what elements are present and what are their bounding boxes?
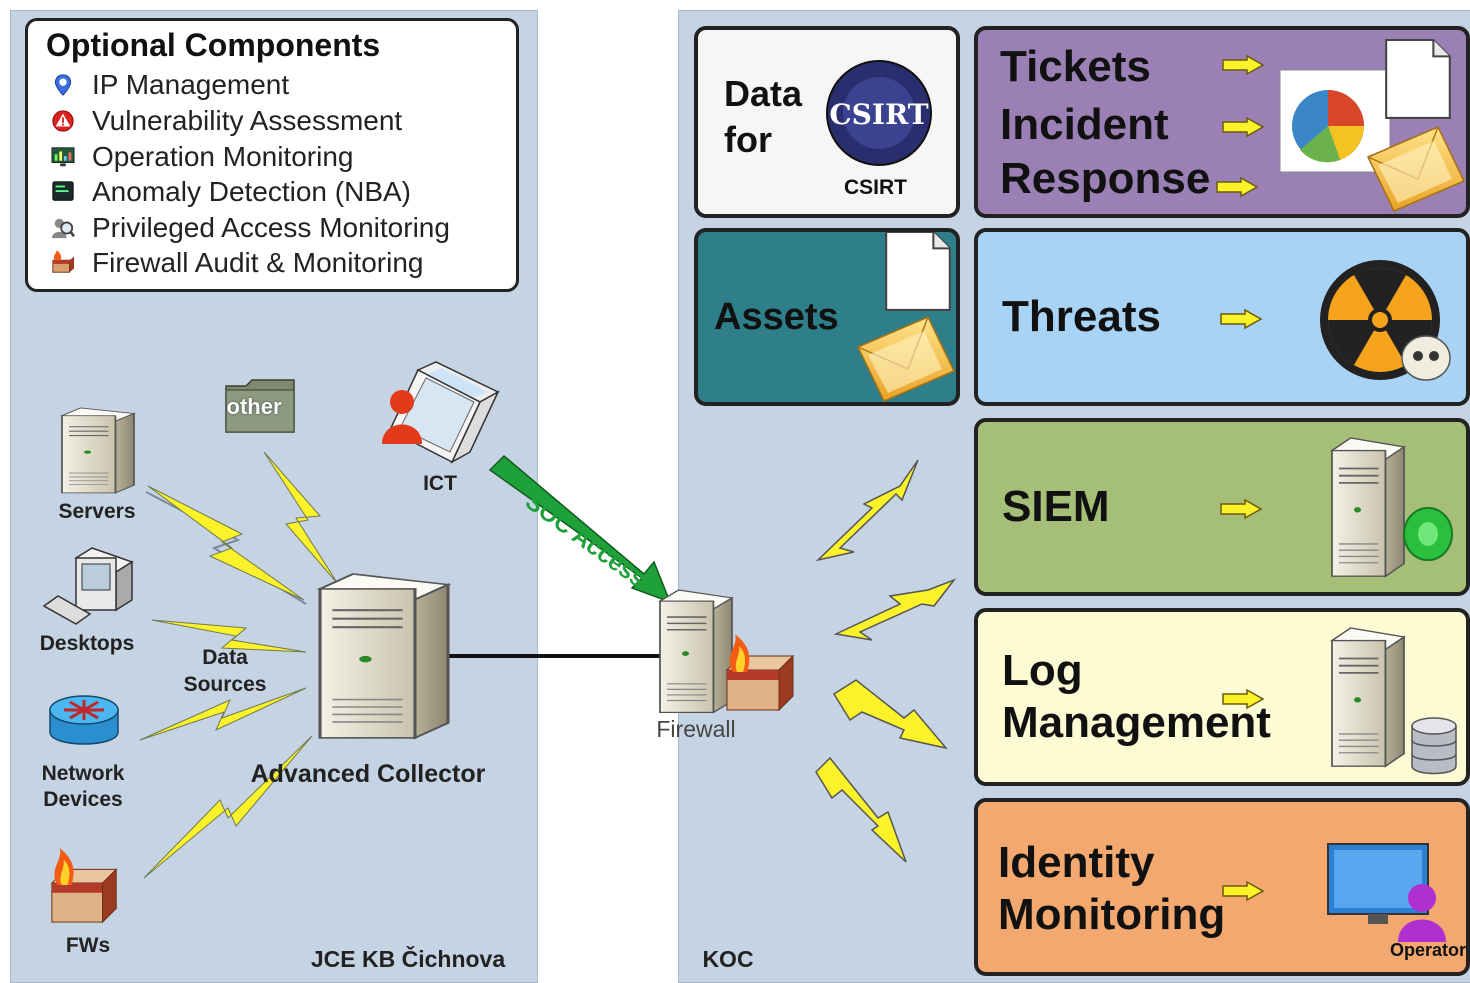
data-sources-label-line1: Data [202, 646, 248, 669]
identity-monitoring-title-line1: Identity [998, 838, 1155, 887]
monitor-chart-icon [51, 147, 75, 167]
advanced-collector-label: Advanced Collector [250, 760, 486, 788]
legend-label: Vulnerability Assessment [92, 105, 403, 136]
legend-item-anomaly-detection: Anomaly Detection (NBA) [50, 176, 411, 208]
user-search-icon [51, 218, 76, 239]
arrow-right-icon [1216, 177, 1258, 197]
data-for-csirt-box: Data for CSIRT CSIRT [694, 26, 960, 218]
arrow-right-icon [1222, 689, 1264, 709]
right-site-label: KOC [702, 946, 754, 972]
data-sources-label-line2: Sources [183, 673, 267, 696]
router-icon [49, 695, 119, 745]
legend-label: IP Management [92, 69, 290, 100]
document-icon [885, 232, 951, 311]
firewall-label: Firewall [656, 716, 736, 742]
threats-title: Threats [1002, 292, 1161, 341]
siem-title: SIEM [1002, 482, 1110, 531]
ip-pin-icon [54, 74, 72, 96]
other-label: other [226, 394, 282, 419]
network-devices-label-line2: Devices [43, 788, 123, 811]
arrow-right-icon [1222, 117, 1264, 137]
tickets-title-line1: Tickets [1000, 42, 1151, 91]
firewall-to-log-arrow [832, 679, 948, 750]
ict-label: ICT [423, 472, 457, 495]
firewall-to-identity-arrow [815, 756, 907, 863]
firewall-wall-icon [726, 633, 794, 711]
desktops-label: Desktops [39, 632, 135, 655]
legend-item-vulnerability-assessment: Vulnerability Assessment [50, 105, 402, 137]
firewall-icon [52, 250, 75, 273]
assets-title: Assets [714, 296, 839, 338]
identity-monitoring-box: Identity Monitoring Operator [974, 798, 1470, 976]
green-disc-icon [1403, 507, 1453, 561]
envelope-icon [857, 316, 955, 402]
legend-label: Anomaly Detection (NBA) [92, 176, 412, 207]
legend-item-firewall-audit: Firewall Audit & Monitoring [50, 247, 423, 279]
log-server-icon [1330, 626, 1406, 768]
siem-box: SIEM [974, 418, 1470, 596]
firewall-to-siem-arrow [815, 459, 919, 562]
log-management-box: Log Management [974, 608, 1470, 786]
lightning-bolt-servers [145, 485, 307, 605]
other-folder-icon [225, 379, 295, 433]
lightning-bolt-network [139, 687, 307, 741]
warning-icon [52, 110, 74, 132]
csirt-title-line1: Data [724, 73, 803, 114]
arrow-right-icon [1220, 499, 1262, 519]
firewall-to-siem2-arrow [833, 578, 957, 641]
legend-item-ip-management: IP Management [50, 69, 289, 101]
csirt-caption: CSIRT [844, 176, 907, 199]
csirt-logo-text: CSIRT [829, 98, 928, 131]
database-icon [1411, 717, 1457, 775]
server-icon [60, 406, 136, 495]
tickets-title-line3: Response [1000, 154, 1211, 203]
optional-components-legend: Optional Components IP Management Vulner… [25, 18, 519, 292]
legend-item-operation-monitoring: Operation Monitoring [50, 141, 353, 173]
csirt-title-line2: for [724, 119, 772, 160]
servers-label: Servers [58, 500, 136, 523]
operator-label: Operator [1390, 940, 1467, 960]
tickets-incident-response-box: Tickets Incident Response [974, 26, 1470, 218]
lightning-bolt-fws [143, 735, 313, 879]
log-management-title-line2: Management [1002, 698, 1271, 747]
legend-title: Optional Components [46, 27, 381, 63]
operator-monitor-icon [1327, 843, 1446, 942]
terminal-icon [52, 181, 74, 201]
advanced-collector-server-icon [320, 574, 448, 740]
document-icon [1385, 38, 1451, 119]
lightning-bolt-desktops [151, 619, 307, 653]
arrow-right-icon [1222, 55, 1264, 75]
desktop-icon [42, 547, 134, 625]
left-site-label: JCE KB Čichnova [310, 946, 506, 972]
arrow-right-icon [1222, 881, 1264, 901]
legend-label: Privileged Access Monitoring [92, 212, 450, 243]
firewall-source-icon [51, 847, 117, 923]
fws-label: FWs [65, 934, 111, 957]
log-management-title-line1: Log [1002, 646, 1083, 695]
legend-item-privileged-access-monitoring: Privileged Access Monitoring [50, 212, 450, 244]
soc-access-arrow [488, 454, 672, 604]
envelope-icon [1367, 126, 1465, 212]
radiation-skull-icon [1320, 260, 1451, 381]
arrow-right-icon [1220, 309, 1262, 329]
legend-label: Operation Monitoring [92, 141, 354, 172]
assets-box: Assets [694, 228, 960, 406]
ict-laptop-icon [382, 361, 500, 464]
siem-server-icon [1330, 436, 1406, 578]
network-devices-label-line1: Network [41, 762, 125, 785]
csirt-logo-icon: CSIRT [826, 60, 932, 166]
threats-box: Threats [974, 228, 1470, 406]
legend-label: Firewall Audit & Monitoring [92, 247, 424, 278]
identity-monitoring-title-line2: Monitoring [998, 890, 1226, 939]
lightning-bolt-other [263, 451, 339, 585]
tickets-title-line2: Incident [1000, 100, 1169, 149]
